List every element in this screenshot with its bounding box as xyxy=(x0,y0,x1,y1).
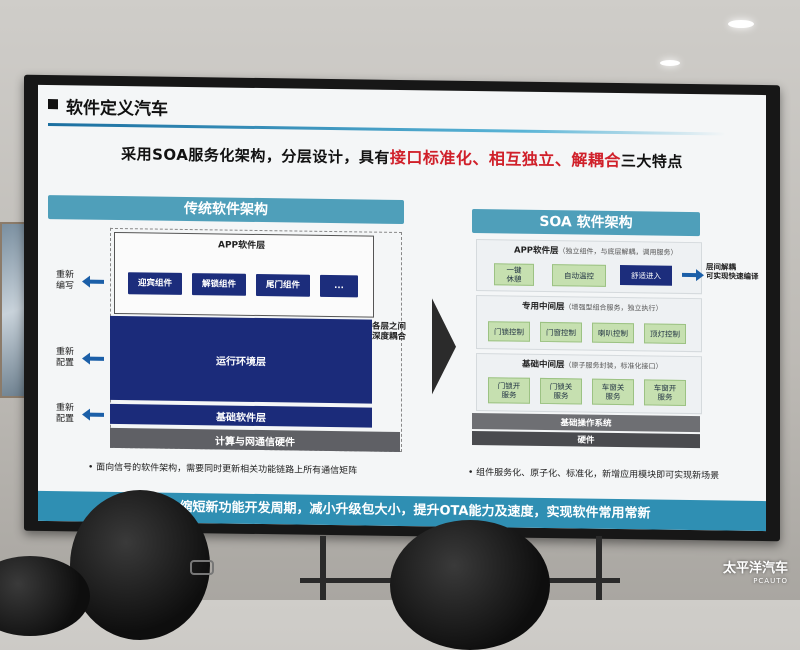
ceiling-light xyxy=(728,20,754,28)
side-label-reconfigure: 重新 配置 xyxy=(55,403,74,425)
slide-headline: 采用SOA服务化架构，分层设计，具有接口标准化、相互独立、解耦合三大特点 xyxy=(38,139,766,173)
rewrite-arrow-icon xyxy=(82,278,104,286)
soa-base-middle-layer-title: 基础中间层 xyxy=(522,359,565,371)
headline-separator: 、 xyxy=(554,150,572,170)
hardware-layer: 计算与网通信硬件 xyxy=(110,427,400,452)
audience-glasses xyxy=(190,560,214,575)
presentation-slide: 软件定义汽车 采用SOA服务化架构，分层设计，具有接口标准化、相互独立、解耦合三… xyxy=(38,84,766,532)
base-software-layer: 基础软件层 xyxy=(110,403,372,428)
decoupling-note: 层间解耦 可实现快速编译 xyxy=(706,262,759,281)
soa-app-layer-note: （独立组件，与底层解耦，调用服务） xyxy=(558,247,678,257)
app-layer-label: APP软件层 xyxy=(218,240,266,252)
title-bullet-square xyxy=(48,99,58,110)
service-window-control: 门窗控制 xyxy=(540,321,582,343)
side-label-rewrite: 重新 编写 xyxy=(55,270,74,292)
soa-middle-layer-note: （增强型组合服务，独立执行） xyxy=(564,303,663,313)
headline-highlight: 接口标准化 xyxy=(389,147,473,168)
tv-display: 软件定义汽车 采用SOA服务化架构，分层设计，具有接口标准化、相互独立、解耦合三… xyxy=(24,74,780,542)
service-dome-light-control: 顶灯控制 xyxy=(644,323,686,344)
component-more: ... xyxy=(320,274,358,298)
soa-middle-layer-label: 专用中间层（增强型组合服务，独立执行） xyxy=(522,300,663,314)
audience-head xyxy=(390,520,550,650)
watermark-text: 太平洋汽车 xyxy=(722,561,788,576)
service-horn-control: 喇叭控制 xyxy=(592,322,634,344)
soa-app-layer-title: APP软件层 xyxy=(514,245,559,257)
atomic-door-lock-service: 门锁关 服务 xyxy=(540,377,582,405)
headline-separator: 、 xyxy=(472,148,489,169)
app-comfort-entry: 舒适进入 xyxy=(620,265,672,286)
slide-title: 软件定义汽车 xyxy=(66,98,168,120)
slide-title-bar: 软件定义汽车 xyxy=(38,85,766,129)
component-welcome: 迎宾组件 xyxy=(128,272,182,295)
runtime-layer: 运行环境层 xyxy=(110,315,372,404)
reconfigure-arrow-icon xyxy=(82,411,104,419)
watermark-logo: 太平洋汽车 PCAUTO xyxy=(723,562,788,588)
soa-app-layer-label: APP软件层（独立组件，与底层解耦，调用服务） xyxy=(514,244,678,258)
tv-stand-leg xyxy=(320,536,326,600)
reconfigure-arrow-icon xyxy=(82,355,104,363)
left-bullet: • 面向信号的软件架构，需要同时更新相关功能链路上所有通信矩阵 xyxy=(88,462,358,477)
headline-suffix: 三大特点 xyxy=(620,152,683,171)
side-label-reconfigure: 重新 配置 xyxy=(55,347,74,369)
coupling-note: 各层之间 深度耦合 xyxy=(372,321,407,343)
right-bullet: • 组件服务化、原子化、标准化，新增应用模块即可实现新场景 xyxy=(468,467,720,482)
headline-highlight: 解耦合 xyxy=(571,150,621,171)
decoupling-arrow-icon xyxy=(682,271,704,279)
atomic-window-open-service: 车窗开 服务 xyxy=(644,379,686,406)
soa-hardware-layer: 硬件 xyxy=(472,430,700,449)
app-auto-climate: 自动温控 xyxy=(552,264,606,287)
ceiling-light xyxy=(660,60,680,66)
headline-highlight: 相互独立 xyxy=(488,149,555,170)
service-door-lock-control: 门锁控制 xyxy=(488,321,530,342)
component-unlock: 解锁组件 xyxy=(192,273,246,296)
chevron-right-icon xyxy=(432,298,456,395)
atomic-window-close-service: 车窗关 服务 xyxy=(592,378,634,406)
watermark-subtext: PCAUTO xyxy=(753,577,788,585)
tv-stand-leg xyxy=(596,536,602,600)
soa-middle-layer-title: 专用中间层 xyxy=(522,301,565,313)
component-tailgate: 尾门组件 xyxy=(256,273,310,297)
soa-base-middle-layer-note: （原子服务封装，标准化接口） xyxy=(564,361,663,371)
app-one-key-rest: 一键 休憩 xyxy=(494,263,534,286)
soa-base-middle-layer-label: 基础中间层（原子服务封装，标准化接口） xyxy=(522,358,663,372)
soa-architecture-header: SOA 软件架构 xyxy=(472,208,700,237)
headline-prefix: 采用SOA服务化架构，分层设计，具有 xyxy=(121,145,390,167)
soa-os-layer: 基础操作系统 xyxy=(472,412,700,433)
audience-head xyxy=(70,490,210,640)
atomic-door-unlock-service: 门锁开 服务 xyxy=(488,377,530,404)
traditional-architecture-header: 传统软件架构 xyxy=(48,195,404,225)
